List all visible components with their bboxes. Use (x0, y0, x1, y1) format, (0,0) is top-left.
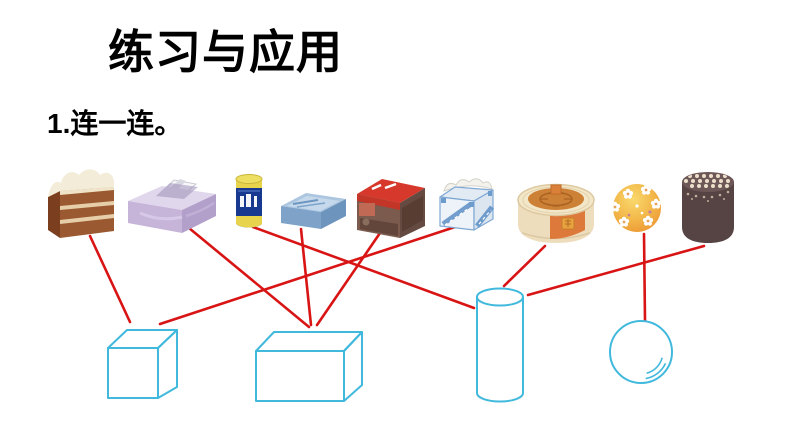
cube-shape (107, 329, 178, 399)
connection-giftcube-cube (158, 225, 457, 326)
tissue-box-image (128, 179, 216, 233)
flat-blue-box-image (281, 193, 346, 229)
connection-battery-cylinder (251, 225, 476, 310)
cake-slice-image (48, 169, 114, 238)
sphere-shape (609, 320, 673, 384)
flower-ball-image (613, 184, 661, 232)
exercise-label: 1.连一连。 (47, 108, 183, 139)
round-mooncake-tin-image (517, 183, 595, 243)
cylinder-shape (476, 287, 524, 403)
battery-image (235, 174, 263, 228)
connection-cake-cube (88, 234, 132, 324)
striped-gift-cube-image (439, 178, 494, 231)
connection-lines (88, 225, 706, 329)
connection-ball-sphere (642, 232, 647, 322)
red-snack-box-image (357, 179, 425, 238)
connection-redbox-cuboid (315, 231, 382, 327)
dark-canister-image (682, 172, 734, 243)
connection-tin-cylinder (502, 244, 547, 288)
slide-title: 练习与应用 (108, 26, 343, 78)
connection-tissue-cuboid (187, 226, 311, 329)
connection-canister-cylinder (526, 244, 706, 297)
cuboid-shape (255, 331, 363, 402)
